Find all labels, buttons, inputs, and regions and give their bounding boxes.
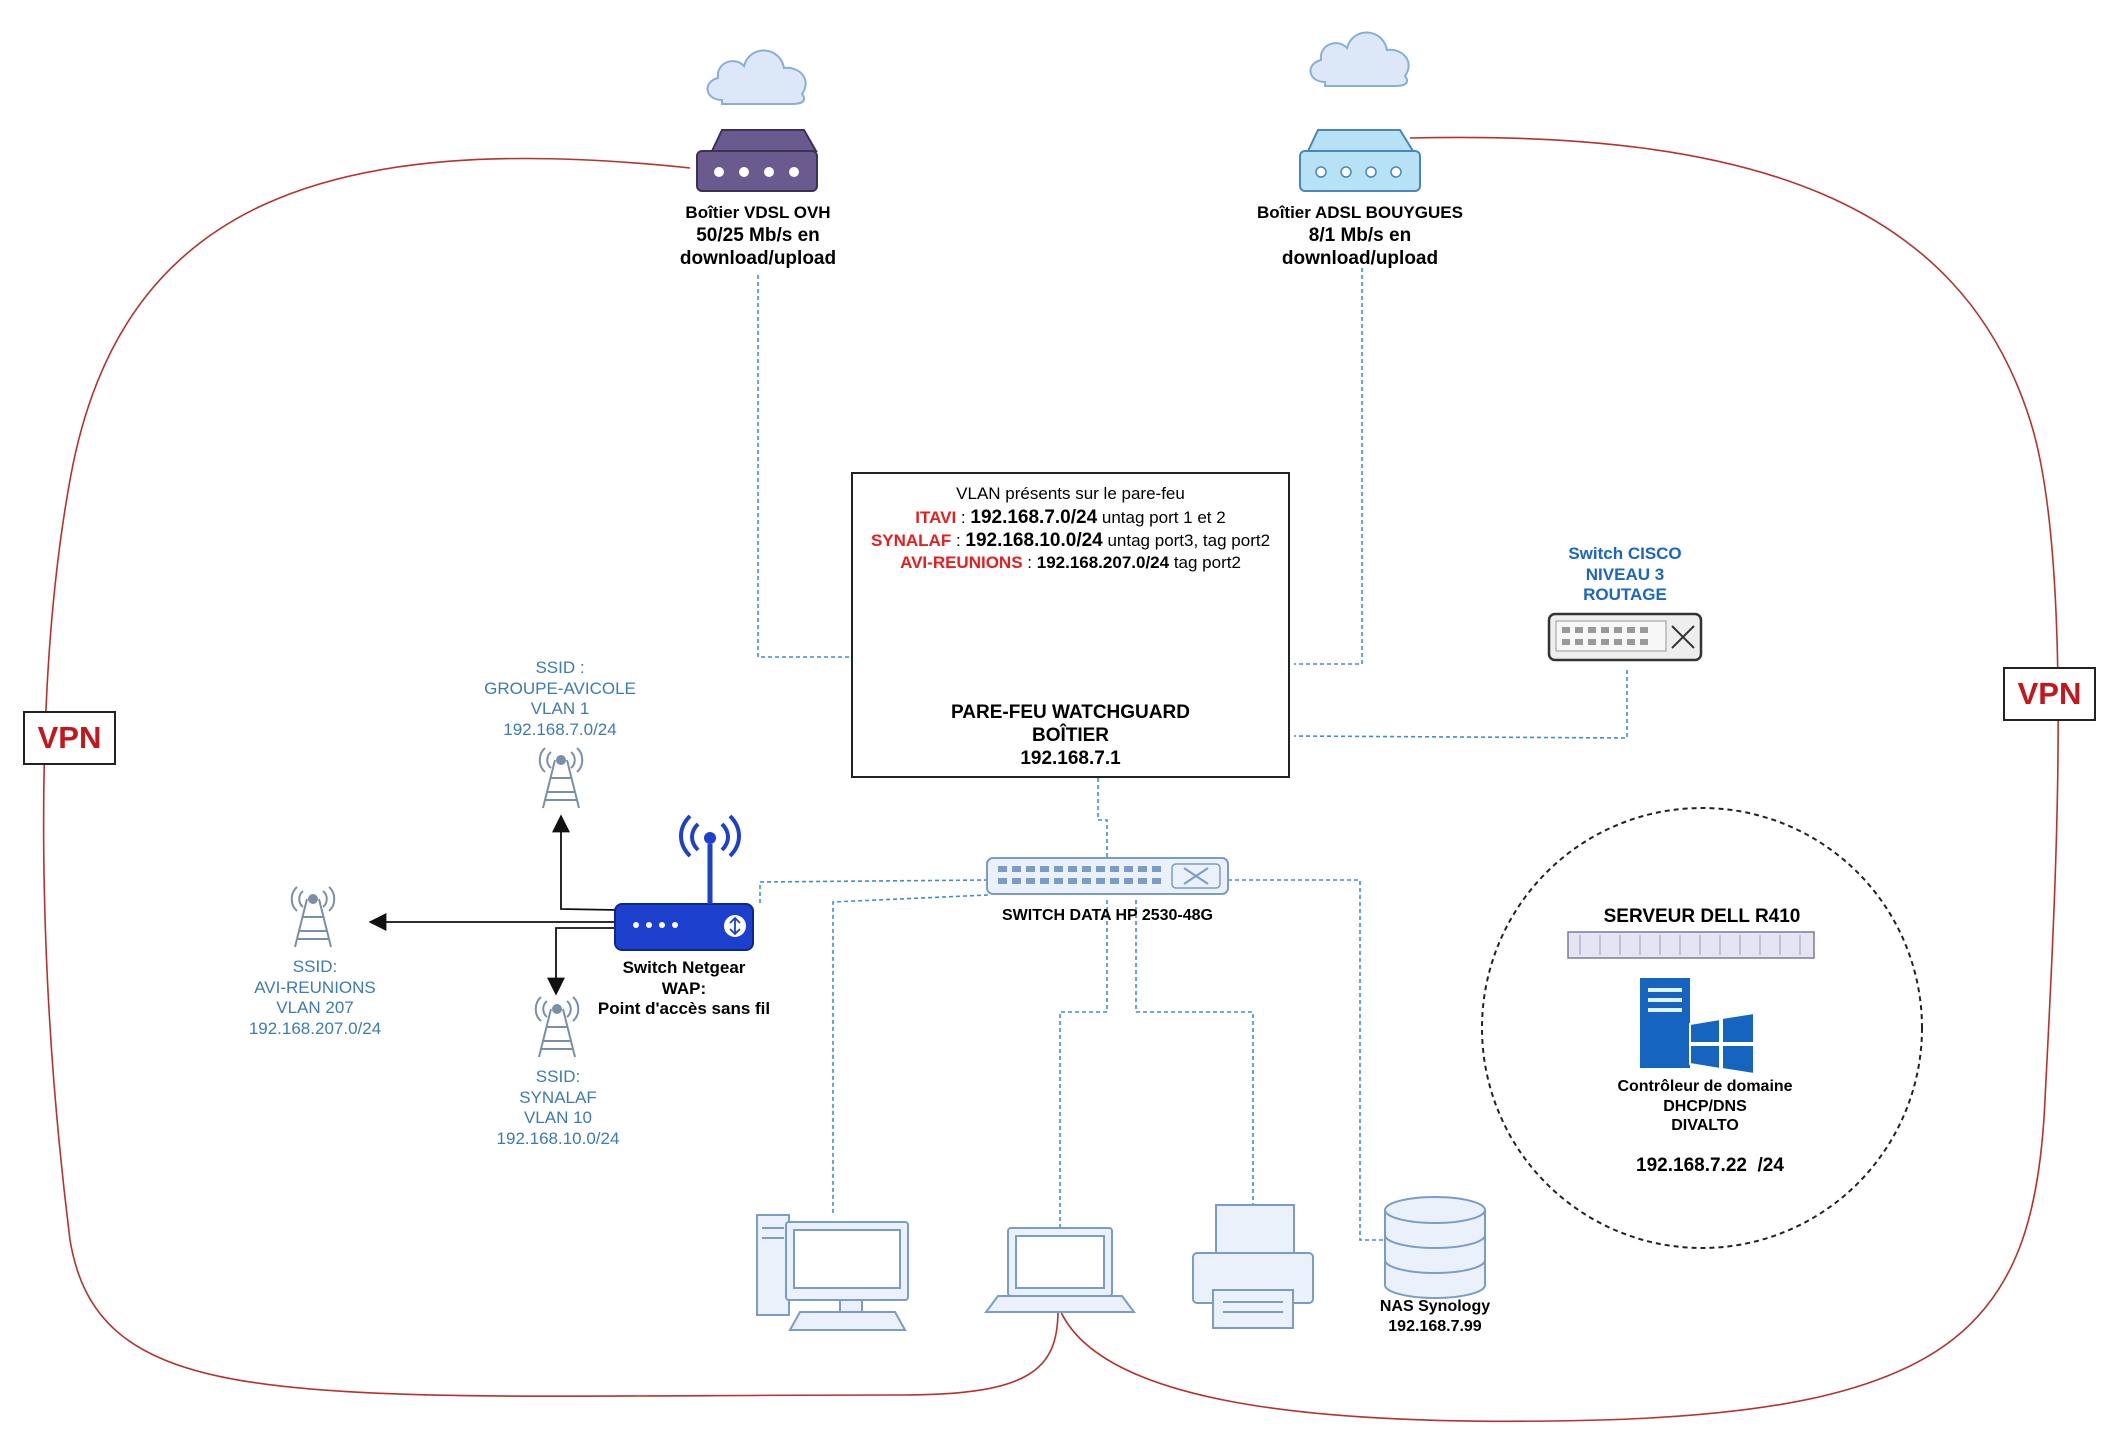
firewall-device-name: PARE-FEU WATCHGUARD	[951, 702, 1190, 723]
nas-line2: 192.168.7.99	[1388, 1317, 1482, 1335]
link-hp-laptop	[1059, 900, 1108, 1228]
vlan-name: AVI-REUNIONS	[900, 553, 1023, 572]
vlan-detail: untag port 1 et 2	[1097, 508, 1226, 527]
vpn-link-right	[1059, 136, 2059, 1423]
antenna-icon-synalaf	[534, 996, 580, 1058]
vlan-row-itavi: ITAVI : 192.168.7.0/24 untag port 1 et 2	[853, 507, 1288, 529]
ssid-line4: 192.168.10.0/24	[496, 1129, 620, 1149]
cloud-icon-ovh	[706, 49, 807, 105]
firewall-device-type: BOÎTIER	[1031, 725, 1110, 746]
vlan-box-title: VLAN présents sur le pare-feu	[956, 484, 1185, 503]
rack-server-icon	[1567, 931, 1815, 959]
ssid-label-avi-reunions: SSID: AVI-REUNIONS VLAN 207 192.168.207.…	[215, 957, 415, 1040]
wireless-links	[368, 814, 619, 996]
link-bouygues-firewall	[1294, 268, 1363, 665]
ssid-line4: 192.168.207.0/24	[248, 1019, 382, 1039]
switch-label-hp: SWITCH DATA HP 2530-48G	[1001, 907, 1213, 924]
link-firewall-hp	[1097, 778, 1108, 858]
printer-icon	[1192, 1204, 1314, 1329]
modem-bouygues-line1: Boîtier ADSL BOUYGUES	[1257, 203, 1463, 222]
cisco-line1: Switch CISCO	[1568, 544, 1682, 563]
vlan-sep: :	[951, 531, 966, 550]
netgear-line1: Switch Netgear	[622, 958, 746, 977]
link-hp-netgear	[759, 879, 989, 905]
vlan-row-avi-reunions: AVI-REUNIONS : 192.168.207.0/24 tag port…	[853, 553, 1288, 573]
vlan-sep: :	[1022, 553, 1037, 572]
vlan-name: ITAVI	[915, 508, 957, 527]
switch-icon-hp	[986, 857, 1229, 895]
modem-icon-bouygues	[1299, 129, 1421, 192]
ssid-line3: VLAN 207	[276, 998, 354, 1018]
wap-label-netgear: Switch Netgear WAP: Point d'accès sans f…	[570, 958, 798, 1020]
antenna-icon-avi-reunions	[290, 886, 336, 948]
server-line2: DHCP/DNS	[1663, 1097, 1747, 1115]
ssid-line1: SSID :	[535, 658, 585, 677]
ssid-line3: VLAN 10	[523, 1108, 593, 1128]
link-ovh-firewall	[757, 275, 851, 658]
link-hp-desktop	[832, 894, 989, 1215]
vlan-ip: 192.168.7.0/24	[970, 507, 1098, 528]
server-line1: Contrôleur de domaine	[1617, 1078, 1793, 1095]
firewall-device-ip: 192.168.7.1	[1020, 748, 1121, 769]
vlan-ip: 192.168.10.0/24	[965, 530, 1103, 551]
modem-ovh-line1: Boîtier VDSL OVH	[685, 203, 831, 222]
ssid-label-groupe-avicole: SSID : GROUPE-AVICOLE VLAN 1 192.168.7.0…	[460, 658, 660, 741]
ssid-line1: SSID:	[292, 957, 338, 976]
server-line3: DIVALTO	[1671, 1117, 1739, 1135]
netgear-line2: WAP:	[661, 978, 707, 998]
cisco-line3: ROUTAGE	[1583, 585, 1667, 605]
vpn-link-left	[42, 157, 1059, 1397]
ssid-line4: 192.168.7.0/24	[503, 720, 617, 740]
vlan-ip: 192.168.207.0/24	[1036, 553, 1170, 572]
vlan-detail: tag port2	[1169, 553, 1241, 572]
modem-bouygues-line3: download/upload	[1281, 247, 1439, 269]
modem-bouygues-line2: 8/1 Mb/s en	[1308, 224, 1412, 246]
server-roles: Contrôleur de domaine DHCP/DNS DIVALTO	[1590, 1077, 1820, 1136]
modem-icon-ovh	[696, 129, 818, 192]
laptop-icon	[984, 1227, 1136, 1313]
server-zone	[1481, 807, 1923, 1249]
cisco-line2: NIVEAU 3	[1585, 564, 1665, 584]
vpn-label-left: VPN	[23, 711, 116, 765]
server-title: SERVEUR DELL R410	[1603, 906, 1801, 927]
modem-ovh-line2: 50/25 Mb/s en	[696, 224, 820, 246]
switch-icon-cisco	[1547, 612, 1703, 662]
ssid-line2: SYNALAF	[519, 1087, 597, 1107]
ssid-line2: AVI-REUNIONS	[254, 977, 376, 997]
arrow-to-synalaf	[547, 927, 618, 996]
antenna-icon-groupe-avicole	[538, 747, 584, 809]
ssid-line1: SSID:	[535, 1067, 581, 1086]
vlan-detail: untag port3, tag port2	[1102, 531, 1271, 550]
ssid-line2: GROUPE-AVICOLE	[484, 678, 636, 698]
network-links	[757, 268, 1628, 1241]
firewall-vlan-box: VLAN présents sur le pare-feu ITAVI : 19…	[851, 472, 1290, 778]
vlan-row-synalaf: SYNALAF : 192.168.10.0/24 untag port3, t…	[853, 530, 1288, 552]
link-hp-printer	[1135, 900, 1254, 1205]
nas-line1: NAS Synology	[1379, 1298, 1491, 1315]
arrow-to-groupe-avicole	[552, 814, 619, 911]
nas-database-icon	[1384, 1196, 1486, 1299]
modem-ovh-line3: download/upload	[679, 247, 837, 269]
modem-label-bouygues: Boîtier ADSL BOUYGUES 8/1 Mb/s en downlo…	[1232, 203, 1488, 270]
vlan-sep: :	[956, 508, 971, 527]
link-hp-nas	[1228, 879, 1385, 1241]
vpn-label-right: VPN	[2003, 667, 2096, 721]
link-cisco-firewall	[1293, 670, 1628, 739]
desktop-computer-icon	[756, 1214, 909, 1331]
cloud-icon-bouygues	[1309, 31, 1410, 87]
ssid-label-synalaf: SSID: SYNALAF VLAN 10 192.168.10.0/24	[458, 1067, 658, 1150]
nas-label: NAS Synology 192.168.7.99	[1345, 1297, 1525, 1336]
modem-label-ovh: Boîtier VDSL OVH 50/25 Mb/s en download/…	[647, 203, 869, 270]
vlan-name: SYNALAF	[870, 531, 952, 550]
netgear-line3: Point d'accès sans fil	[597, 999, 771, 1019]
windows-server-icon	[1640, 978, 1755, 1076]
wap-icon-netgear	[614, 814, 754, 951]
server-ip: 192.168.7.22 /24	[1636, 1155, 1784, 1176]
switch-label-cisco: Switch CISCO NIVEAU 3 ROUTAGE	[1540, 544, 1710, 606]
ssid-line3: VLAN 1	[530, 699, 590, 719]
